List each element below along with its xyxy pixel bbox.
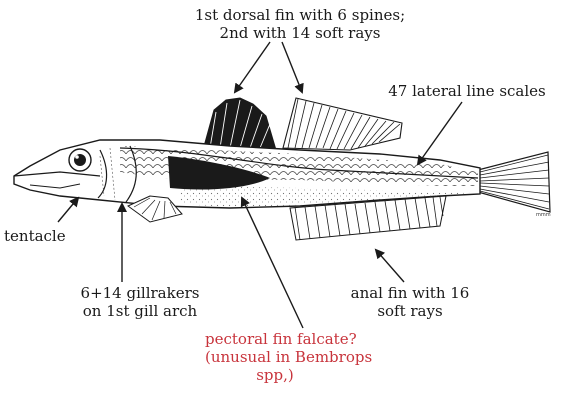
pectoral-fin-label-line3: spp,) [205, 366, 345, 384]
gillrakers-label: 6+14 gillrakers on 1st gill arch [60, 284, 220, 320]
tentacle-label: tentacle [4, 227, 74, 245]
caudal-fin [478, 152, 550, 212]
lateral-line-label-line1: 47 lateral line scales [372, 82, 562, 100]
lateral-line-arrow [418, 102, 462, 164]
lateral-line-label: 47 lateral line scales [372, 82, 562, 100]
anal-fin-arrow [376, 250, 404, 282]
tentacle-arrow [58, 198, 78, 222]
pectoral-fin-label: pectoral fin falcate? (unusual in Bembro… [205, 330, 345, 384]
dorsal-fin-label-line1: 1st dorsal fin with 6 spines; [150, 6, 450, 24]
anal-fin-label-line1: anal fin with 16 [330, 284, 490, 302]
dorsal-ray-arrow [282, 42, 302, 92]
gillrakers-label-line1: 6+14 gillrakers [60, 284, 220, 302]
anal-fin-label-line2: soft rays [330, 302, 490, 320]
dorsal-spine-arrow [235, 42, 270, 92]
pectoral-fin-label-line2: (unusual in Bembrops [205, 348, 345, 366]
second-dorsal-fin [283, 98, 402, 150]
pectoral-fin-label-line1: pectoral fin falcate? [205, 330, 345, 348]
first-dorsal-fin [203, 98, 276, 150]
fish-body [14, 140, 480, 208]
dorsal-fin-label: 1st dorsal fin with 6 spines; 2nd with 1… [150, 6, 450, 42]
anal-fin-label: anal fin with 16 soft rays [330, 284, 490, 320]
tentacle-label-line1: tentacle [4, 227, 74, 245]
gillrakers-label-line2: on 1st gill arch [60, 302, 220, 320]
artist-signature: mmm [536, 212, 551, 218]
dorsal-fin-label-line2: 2nd with 14 soft rays [150, 24, 450, 42]
